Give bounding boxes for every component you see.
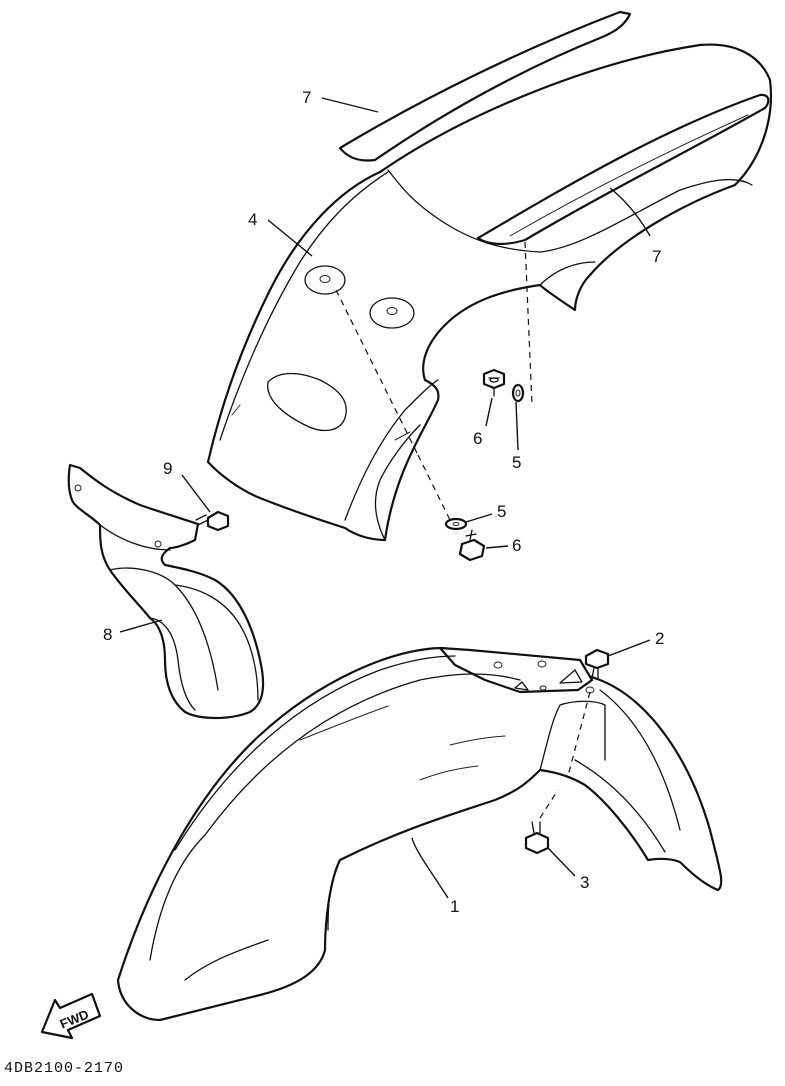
washer-lower — [444, 517, 468, 531]
callout-mud-guard: 8 — [103, 625, 112, 644]
callout-decal-right: 7 — [652, 247, 661, 266]
callout-front-fender: 1 — [450, 897, 459, 916]
callout-grommet: 4 — [248, 210, 257, 229]
fender-bolt-upper — [584, 648, 610, 679]
callout-washer-right: 5 — [512, 453, 521, 472]
grommet-hole — [304, 265, 346, 295]
washer-right — [511, 383, 525, 403]
callout-bolt-right: 6 — [473, 429, 482, 448]
hex-bolt-lower — [458, 529, 486, 562]
callout-bolt-lower: 3 — [580, 873, 589, 892]
callout-decal-upper: 7 — [302, 88, 311, 107]
callout-washer-lower: 5 — [497, 502, 506, 521]
hex-bolt-right — [482, 368, 506, 397]
callout-guard-bolt: 9 — [163, 459, 172, 478]
fender-slot — [267, 372, 347, 432]
callout-bolt-lower-small: 6 — [512, 536, 521, 555]
fender-bolt-lower — [524, 821, 550, 855]
decal-strip-upper — [338, 10, 632, 162]
fwd-arrow-icon: FWD — [40, 992, 102, 1040]
diagram-code: 4DB2100-2170 — [4, 1060, 124, 1077]
decal-strip-right — [476, 93, 770, 245]
grommet-hole-2 — [369, 297, 415, 329]
guard-bolt — [195, 510, 230, 532]
upper-fender — [206, 43, 772, 542]
callout-bolt-upper: 2 — [655, 629, 664, 648]
front-fender — [116, 646, 723, 1022]
mud-guard — [67, 463, 265, 720]
